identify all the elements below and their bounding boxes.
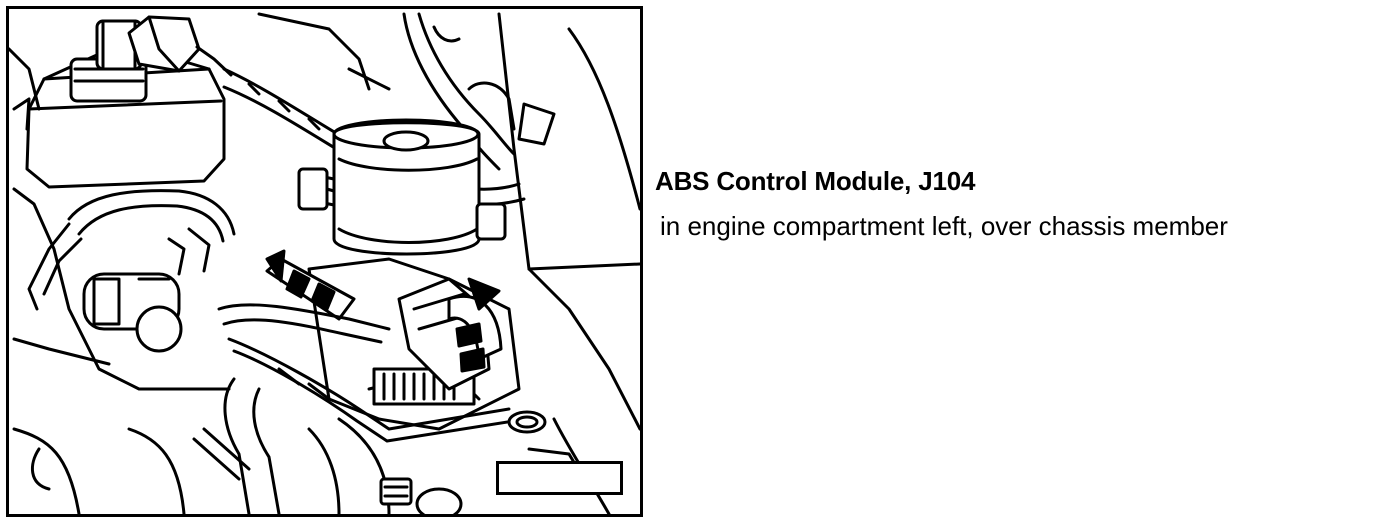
mounting-bolts — [379, 410, 547, 514]
component-title: ABS Control Module, J104 — [655, 166, 976, 196]
lower-hoses — [12, 377, 391, 514]
reference-number-box — [496, 461, 623, 495]
engine-compartment-illustration — [6, 6, 643, 517]
chassis-member — [9, 12, 640, 514]
right-harness — [402, 12, 640, 431]
component-location: in engine compartment left, over chassis… — [660, 211, 1228, 241]
direction-arrow-left — [265, 249, 356, 321]
master-cylinder — [27, 189, 236, 353]
abs-hydraulic-unit — [297, 118, 507, 256]
brake-lines — [217, 303, 516, 443]
line-drawing — [9, 12, 640, 514]
sensor-connector — [127, 15, 233, 77]
brake-fluid-reservoir — [25, 19, 226, 189]
direction-arrow-right — [447, 277, 503, 373]
